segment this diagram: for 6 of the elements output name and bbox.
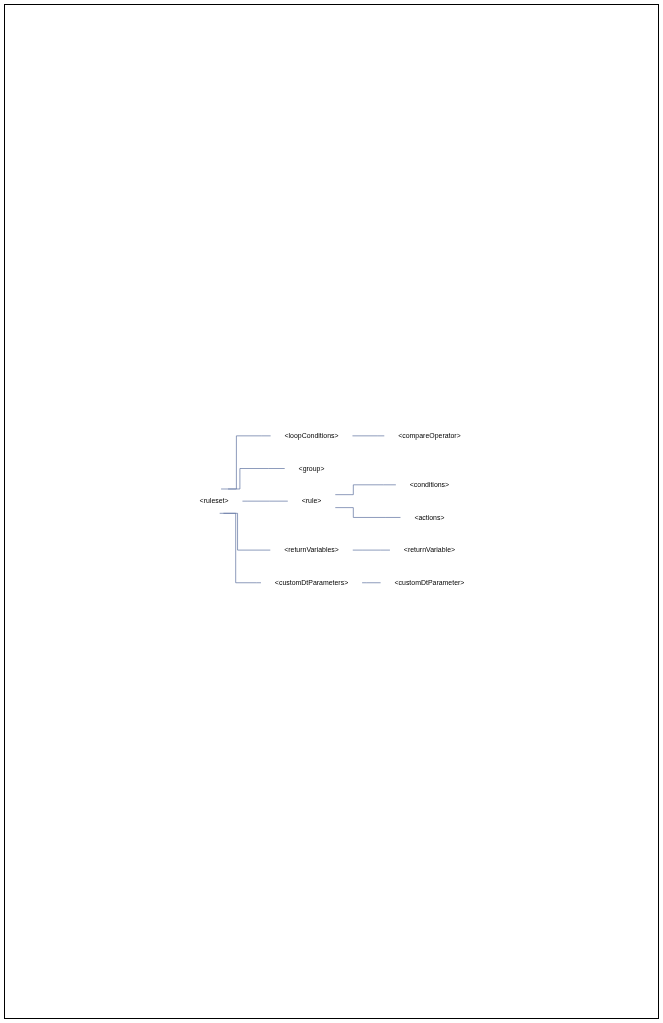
connector [334,507,401,518]
connector [218,513,261,584]
connector [361,582,381,584]
connector [334,484,396,496]
connector [220,435,271,490]
connector [227,468,285,490]
